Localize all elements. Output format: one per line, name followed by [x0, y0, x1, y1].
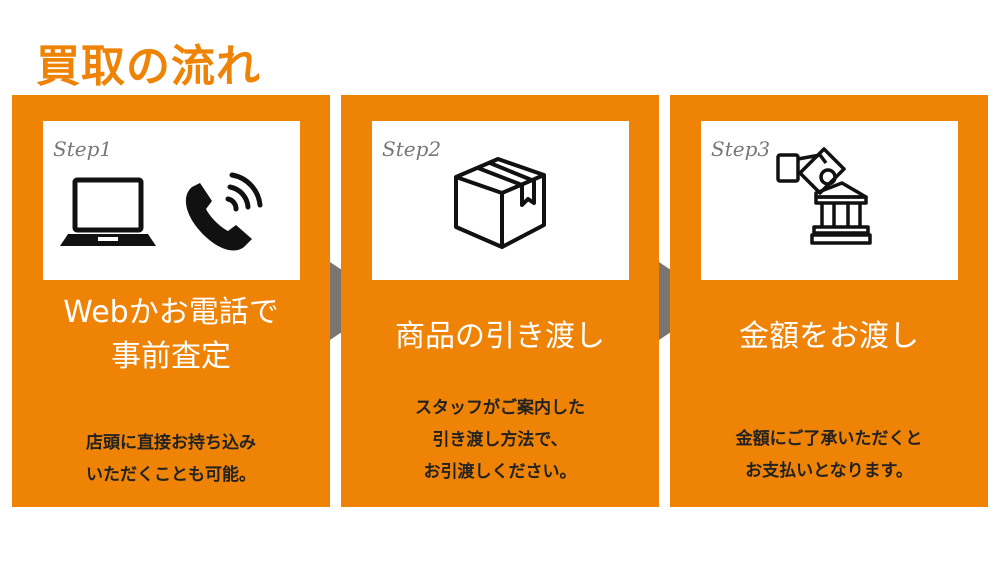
step-label: Step2	[382, 137, 442, 161]
step-label: Step3	[711, 137, 771, 161]
step-1-illustration: Step1	[43, 121, 300, 280]
description-line: 金額にご了承いただくと	[735, 429, 923, 449]
description-line: お引渡しください。	[423, 462, 577, 482]
step-heading: 金額をお渡し	[670, 315, 988, 359]
step-2-card: Step2 商品の引き渡し スタッフがご案内した引き渡し方法で、お引渡しください…	[341, 95, 659, 507]
page-title: 買取の流れ	[36, 41, 261, 92]
step-heading: Webかお電話で事前査定	[12, 291, 330, 379]
heading-line: 事前査定	[111, 339, 231, 374]
step-3-card: Step3 金額をお渡し 金額にご了承いただくとお支払いとなります。	[670, 95, 988, 507]
description-line: 引き渡し方法で、	[432, 430, 568, 450]
phone-icon	[185, 172, 263, 251]
heading-line: 商品の引き渡し	[395, 319, 605, 354]
step-description: 店頭に直接お持ち込みいただくことも可能。	[12, 427, 330, 491]
laptop-icon	[60, 177, 156, 246]
money-bank-icon	[776, 147, 872, 245]
step-label: Step1	[53, 137, 113, 161]
description-line: お支払いとなります。	[745, 461, 913, 481]
description-line: スタッフがご案内した	[415, 398, 585, 418]
description-line: いただくことも可能。	[86, 465, 256, 485]
box-icon	[454, 157, 546, 249]
heading-line: 金額をお渡し	[739, 319, 919, 354]
step-description: スタッフがご案内した引き渡し方法で、お引渡しください。	[341, 392, 659, 488]
step-1-card: Step1 Webかお電話で事前査定 店頭に直接お持ち込みいただくことも可能。	[12, 95, 330, 507]
heading-line: Webかお電話で	[63, 295, 279, 330]
step-description: 金額にご了承いただくとお支払いとなります。	[670, 423, 988, 487]
step-3-illustration: Step3	[701, 121, 958, 280]
description-line: 店頭に直接お持ち込み	[86, 433, 256, 453]
step-2-illustration: Step2	[372, 121, 629, 280]
step-heading: 商品の引き渡し	[341, 315, 659, 359]
